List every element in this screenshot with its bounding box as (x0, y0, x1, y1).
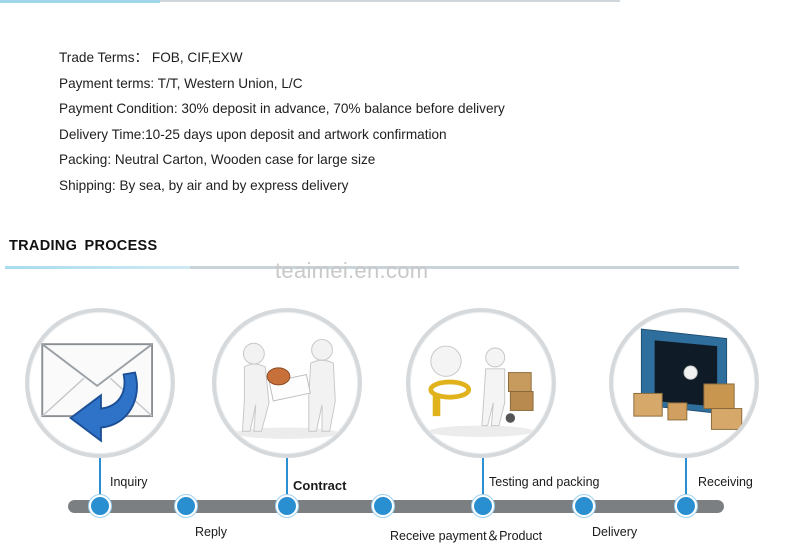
step-dot-delivery (573, 495, 595, 517)
section-divider (5, 266, 739, 269)
step-label-receiving: Receiving (698, 475, 753, 489)
payment-terms-item: Payment terms: T/T, Western Union, L/C (59, 75, 303, 91)
section-divider-accent (5, 266, 190, 269)
trade-terms-item: Trade Terms： FOB, CIF,EXW (59, 50, 243, 65)
inspection-packing-icon (428, 345, 534, 437)
shipping-item: Shipping: By sea, by air and by express … (59, 177, 349, 193)
step-label-inquiry: Inquiry (110, 475, 148, 489)
step-dot-testing (472, 495, 494, 517)
testing-illustration (406, 308, 556, 458)
step-dot-contract (276, 495, 298, 517)
step-label-delivery: Delivery (592, 525, 638, 539)
step-dot-inquiry (89, 495, 111, 517)
inquiry-illustration (25, 308, 175, 458)
step-label-testing: Testing and packing (489, 475, 600, 489)
step-dot-reply (175, 495, 197, 517)
step-dot-receiving (675, 495, 697, 517)
section-title: TRADING PROCESS (9, 238, 158, 254)
envelope-reply-icon (41, 343, 154, 443)
step-dot-receive-payment (372, 495, 394, 517)
step-label-receive-payment: Receive payment＆Product (390, 529, 543, 543)
top-divider-accent (0, 0, 160, 3)
delivery-time-item: Delivery Time:10-25 days upon deposit an… (59, 126, 447, 142)
step-label-reply: Reply (195, 525, 227, 539)
connector-testing (482, 458, 484, 498)
payment-condition-item: Payment Condition: 30% deposit in advanc… (59, 101, 505, 117)
receiving-illustration (609, 308, 759, 458)
contract-signing-icon (234, 338, 340, 439)
contract-illustration (212, 308, 362, 458)
watermark: teaimei.en.com (275, 258, 429, 283)
process-timeline (68, 500, 724, 513)
packing-item: Packing: Neutral Carton, Wooden case for… (59, 152, 376, 168)
connector-contract (286, 458, 288, 498)
container-receiving-icon (633, 328, 743, 430)
step-label-contract: Contract (293, 478, 347, 493)
connector-inquiry (99, 458, 101, 498)
connector-receiving (685, 458, 687, 498)
top-divider (0, 0, 620, 2)
trade-terms-list: Trade Terms： FOB, CIF,EXW Payment terms:… (59, 47, 505, 201)
